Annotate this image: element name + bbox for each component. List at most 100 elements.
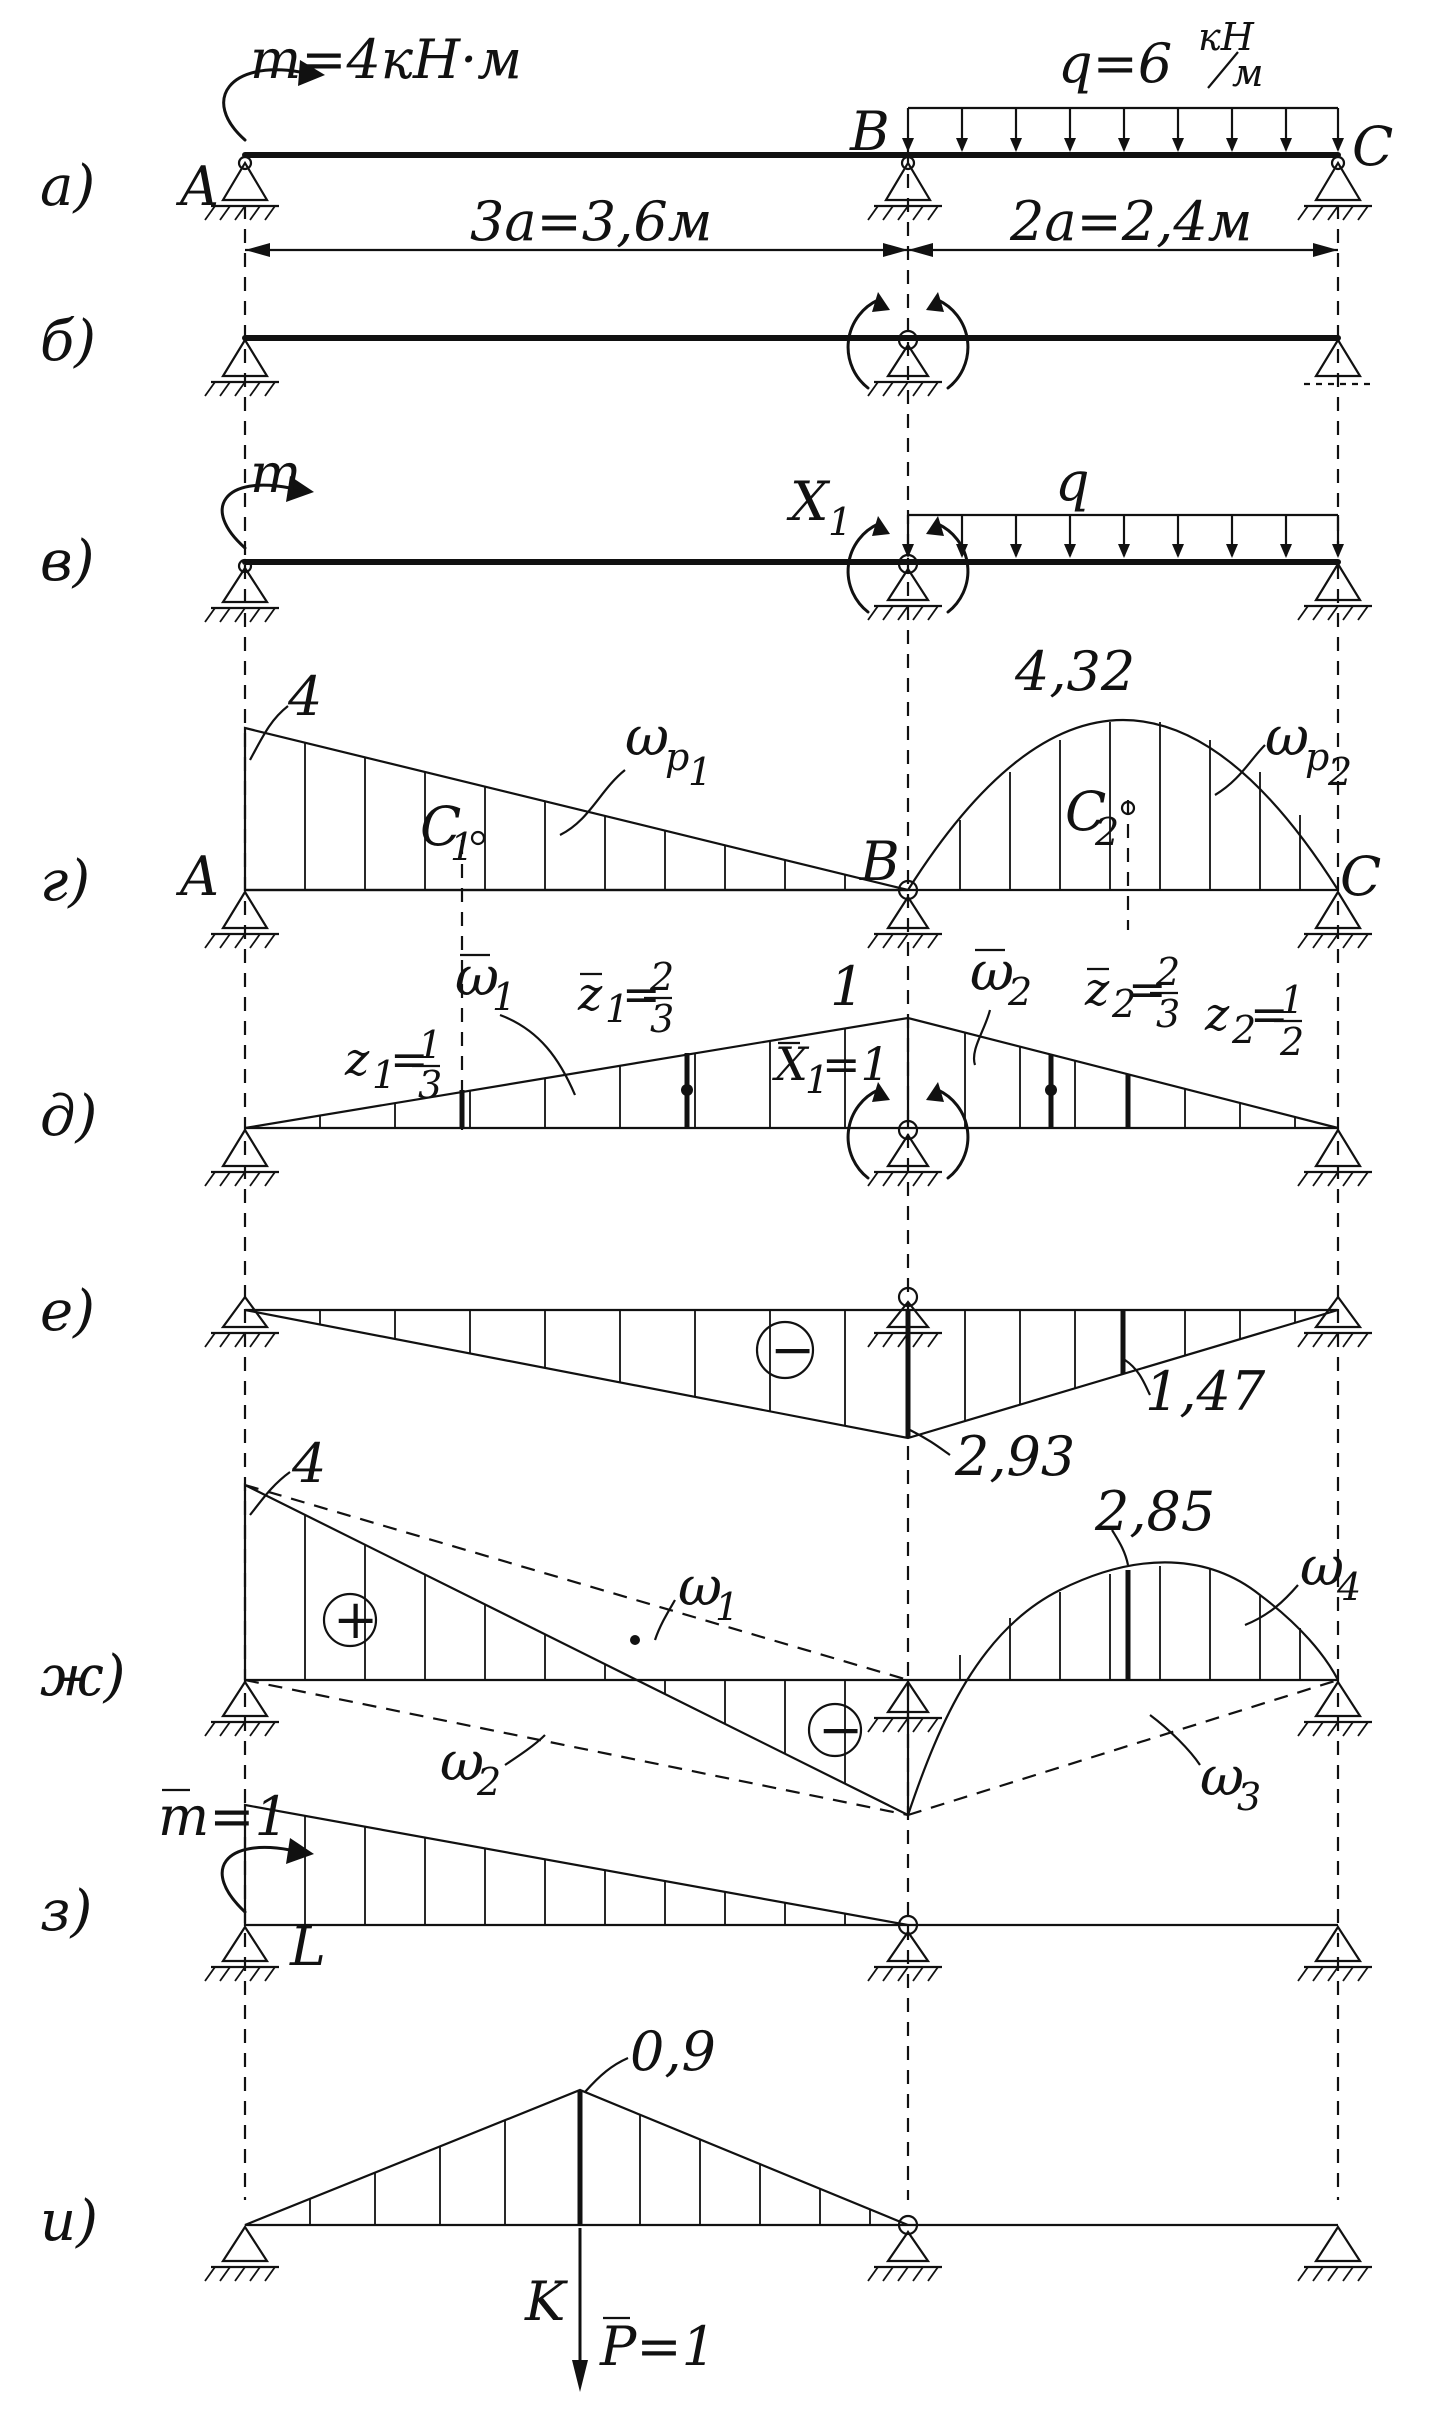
load-label: q=6	[1058, 32, 1172, 95]
row-label-v: в)	[40, 529, 94, 594]
point-B-label: B	[849, 100, 890, 163]
support-C-d	[1297, 1127, 1372, 1187]
moment-arrow-v-icon	[220, 476, 314, 550]
support-C-v	[1297, 561, 1372, 621]
support-A-d	[204, 1127, 279, 1187]
support-A-e	[204, 1295, 279, 1348]
support-C	[1297, 155, 1372, 221]
support-C-zh	[1297, 1679, 1372, 1737]
load-unit-num: кН	[1198, 15, 1255, 59]
zh-omega1-sub: 1	[715, 1585, 739, 1629]
d-omega2-sub: 2	[1007, 970, 1032, 1014]
hinge-B-e	[867, 1286, 942, 1348]
g-omega1-sub2: 1	[688, 750, 712, 794]
g-C1: C	[420, 795, 461, 858]
d-x1-sub: 1	[805, 1058, 829, 1102]
zh-omega3-sub: 3	[1237, 1775, 1261, 1819]
d-z1-val-den: 3	[418, 1063, 442, 1107]
i-val-peak: 0,9	[630, 2020, 716, 2083]
support-A	[204, 155, 279, 221]
row-label-b: б)	[40, 309, 96, 374]
zh-omega4-sub: 4	[1336, 1565, 1361, 1609]
row-e: − 2,93 1,47	[204, 1286, 1372, 1488]
zh-omega2-sub: 2	[476, 1760, 501, 1804]
i-P: P=1	[599, 2315, 716, 2378]
row-label-d: д)	[40, 1084, 97, 1149]
support-A-z	[204, 1924, 279, 1982]
d-z2-val-num: 1	[1280, 978, 1304, 1022]
load-unit-den: м	[1232, 51, 1264, 95]
support-A-v	[204, 558, 279, 623]
g-C2: C	[1065, 780, 1106, 843]
support-C-e	[1297, 1295, 1372, 1348]
z-L: L	[289, 1915, 326, 1978]
e-val-mid: 1,47	[1145, 1360, 1266, 1423]
support-B-zh	[867, 1680, 942, 1733]
hinge-B-g	[867, 879, 942, 949]
g-label-A: A	[175, 845, 219, 908]
X1-label: X	[786, 470, 831, 533]
row-label-z: з)	[40, 1879, 92, 1944]
i-K: K	[524, 2270, 568, 2333]
support-A-zh	[204, 1679, 279, 1737]
hinge-B-d	[846, 1082, 970, 1187]
d-zb1-val-num: 2	[649, 955, 674, 999]
d-z2-val-den: 2	[1279, 1020, 1304, 1064]
dim-right-label: 2a=2,4м	[1009, 190, 1252, 253]
d-z2-sub: 2	[1231, 1008, 1256, 1052]
hinge-B-v	[846, 516, 970, 621]
d-zb2-val-den: 3	[1156, 992, 1180, 1036]
row-label-e: е)	[40, 1279, 95, 1344]
support-C-g	[1297, 889, 1372, 949]
row-label-zh: ж)	[40, 1644, 126, 1709]
g-omega2-sub: p	[1305, 735, 1329, 779]
support-A-i	[204, 2224, 279, 2282]
q-label-v: q	[1055, 450, 1090, 513]
svg-text:=: =	[390, 1032, 429, 1086]
support-A-b	[204, 337, 279, 397]
hinge-B-z	[867, 1914, 942, 1982]
moment-label: m=4кН·м	[250, 28, 522, 91]
dimension-line	[245, 243, 1338, 257]
unit-moment-diagram-d	[244, 1016, 1339, 1130]
row-b	[204, 292, 1372, 397]
support-C-z	[1297, 1924, 1372, 1982]
svg-text:=: =	[1128, 962, 1167, 1016]
row-label-i: и)	[40, 2189, 98, 2254]
support-C-i	[1297, 2224, 1372, 2282]
zh-omega1: ω	[678, 1555, 722, 1618]
e-val-max: 2,93	[954, 1425, 1075, 1488]
row-labels: а) б) в) г) д) е) ж) з) и)	[40, 154, 126, 2254]
g-label-C: C	[1340, 845, 1381, 908]
row-z: m=1 L	[158, 1785, 1372, 1982]
d-x1-val: =1	[822, 1037, 890, 1091]
g-C2-sub: 2	[1094, 810, 1119, 854]
row-d: 1 ω 1 ω 2 z 1 = 1 3 z 1 = 2 3 z 2 = 2 3 …	[204, 940, 1372, 1187]
d-zb2-val-num: 2	[1155, 950, 1180, 994]
row-a: m=4кН·м q=6 кН м A B C 3a=3,6м 2a=2,4м	[175, 15, 1393, 257]
g-val-peak: 4,32	[1014, 640, 1135, 703]
row-label-g: г)	[40, 849, 90, 914]
d-zb1-val-den: 3	[650, 997, 674, 1041]
unit-force-arrow-icon	[572, 2228, 588, 2392]
point-C-label: C	[1352, 115, 1393, 178]
d-one: 1	[830, 955, 864, 1018]
d-z1-sub: 1	[372, 1053, 396, 1097]
moment-arrow-icon	[222, 60, 325, 142]
g-omega2: ω	[1265, 705, 1309, 768]
moment-label-v: m	[250, 442, 301, 505]
g-omega2-sub2: 2	[1327, 750, 1352, 794]
g-omega1-sub: p	[665, 735, 689, 779]
support-C-b	[1304, 337, 1372, 386]
e-sign: −	[770, 1318, 815, 1381]
g-label-B: B	[859, 830, 900, 893]
distributed-load	[902, 106, 1344, 152]
svg-text:=: =	[622, 967, 661, 1021]
distributed-load-v	[902, 513, 1344, 558]
g-C1-sub: 1	[450, 825, 474, 869]
d-z1: z	[344, 1032, 370, 1086]
zh-minus: −	[818, 1698, 863, 1761]
d-zb1-sub: 1	[605, 987, 629, 1031]
d-z2: z	[1204, 987, 1230, 1041]
d-x1: X	[772, 1037, 810, 1091]
